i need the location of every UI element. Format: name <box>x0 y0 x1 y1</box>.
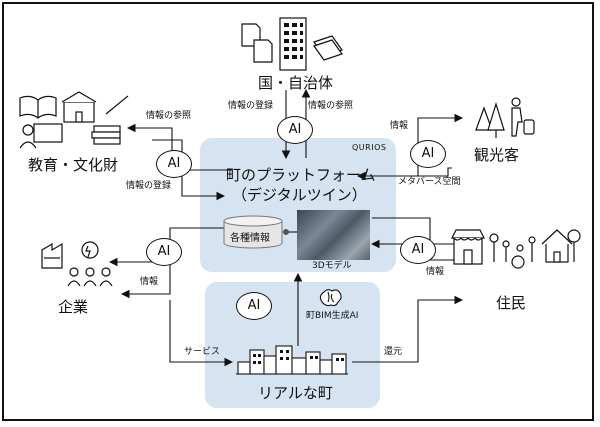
company-icon <box>41 241 113 287</box>
education-label: 教育・文化財 <box>28 156 119 174</box>
government-building-icon <box>241 17 343 71</box>
resident-label: 住民 <box>496 294 527 312</box>
arrow-return <box>352 295 464 363</box>
ai-bubble-tourist: AI <box>410 140 446 168</box>
tourist-icon <box>475 97 535 138</box>
arrow-service <box>169 300 234 367</box>
edge-service: サービス <box>184 347 221 357</box>
edge-company-info: 情報 <box>140 277 159 287</box>
brain-icon <box>319 289 342 307</box>
gov-label: 国・自治体 <box>258 74 334 92</box>
company-label: 企業 <box>58 298 89 316</box>
ai-bubble-bim: AI <box>236 292 272 320</box>
outer-frame <box>2 2 594 421</box>
edge-return: 還元 <box>384 347 403 357</box>
resident-icon <box>451 229 581 269</box>
edge-gov-register: 情報の登録 <box>228 101 274 111</box>
ai-bubble-edu: AI <box>156 150 192 178</box>
ai-bubble-company: AI <box>146 238 182 266</box>
db-label: 各種情報 <box>230 233 270 244</box>
arrow-metaverse <box>356 167 452 181</box>
real-town-label: リアルな町 <box>258 384 333 402</box>
arrow-company-info-b <box>120 262 171 299</box>
ai-bubble-resident: AI <box>400 236 436 264</box>
3d-model-image <box>297 210 370 260</box>
platform-title-line1: 町のプラットフォーム <box>226 166 376 184</box>
education-culture-icon <box>19 91 129 149</box>
city-skyline-icon <box>236 345 348 375</box>
database-icon <box>223 215 283 249</box>
edge-gov-refer: 情報の参照 <box>308 101 354 111</box>
tourist-label: 観光客 <box>474 146 520 164</box>
real-town-box <box>205 282 380 408</box>
arrow-edu-refer <box>126 123 232 171</box>
qurios-label: QURIOS <box>352 143 387 152</box>
platform-title-line2: （デジタルツイン） <box>232 186 367 204</box>
edge-resident-info: 情報 <box>426 267 445 277</box>
edge-metaverse: メタバース空間 <box>398 177 461 187</box>
edge-tourist-info: 情報 <box>390 121 409 131</box>
bim-label: 町BIM生成AI <box>306 311 359 321</box>
link-dot <box>283 229 289 235</box>
edge-edu-refer: 情報の参照 <box>146 111 192 121</box>
model-label: 3Dモデル <box>312 261 352 271</box>
edge-edu-register: 情報の登録 <box>126 181 172 191</box>
ai-bubble-gov: AI <box>277 116 313 144</box>
